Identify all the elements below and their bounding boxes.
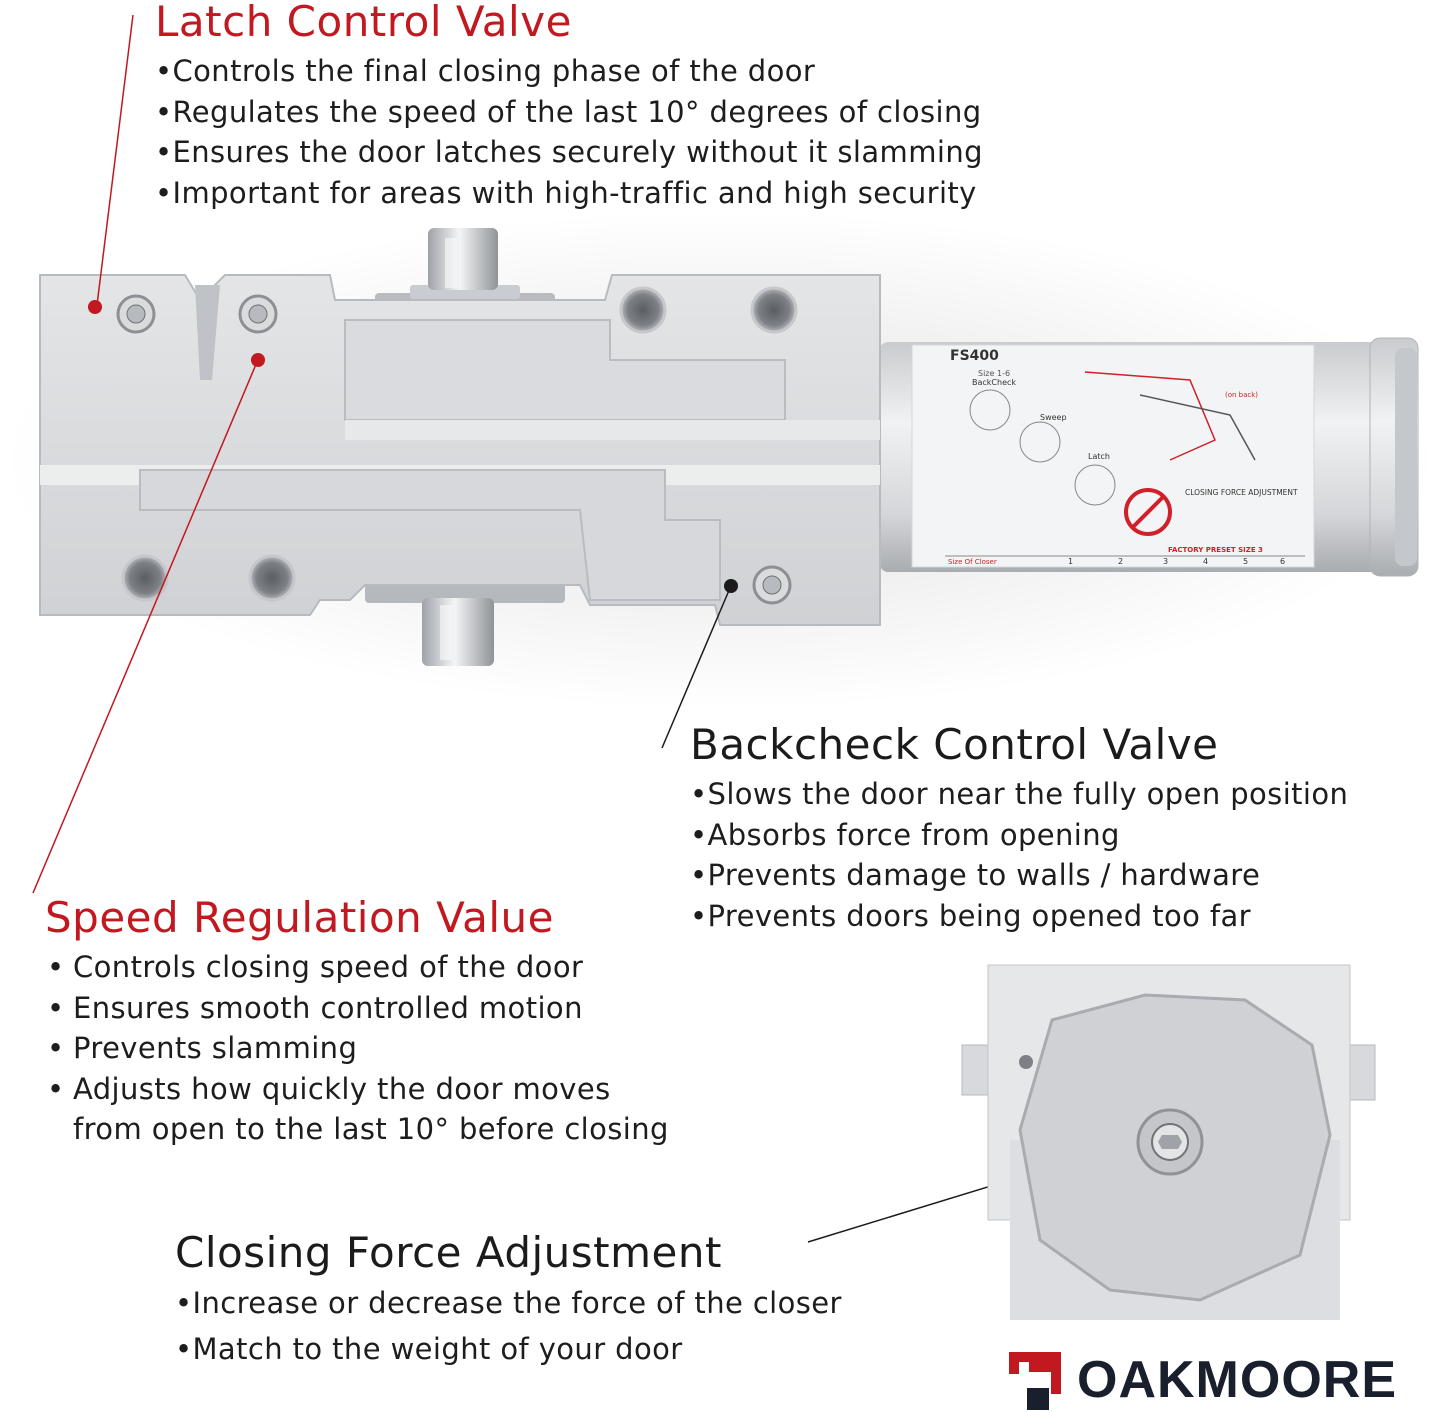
- closing-section: Closing Force Adjustment Increase or dec…: [175, 1228, 842, 1372]
- size-cell: 2: [1118, 557, 1123, 566]
- backcheck-bullet: Prevents damage to walls / hardware: [690, 855, 1348, 896]
- latch-bullet: Controls the final closing phase of the …: [155, 51, 983, 92]
- backcheck-callout-dot: [724, 579, 738, 593]
- size-cell: 4: [1203, 557, 1208, 566]
- latch-bullet: Regulates the speed of the last 10° degr…: [155, 92, 983, 133]
- closing-bullet: Match to the weight of your door: [175, 1326, 842, 1372]
- label-size-row: Size Of Closer: [948, 558, 997, 566]
- backcheck-callout-line: [661, 587, 731, 749]
- latch-title: Latch Control Valve: [155, 0, 572, 46]
- latch-bullet-list: Controls the final closing phase of the …: [155, 51, 983, 213]
- backcheck-bullet: Prevents doors being opened too far: [690, 896, 1348, 937]
- size-cell: 3: [1163, 557, 1168, 566]
- speed-bullet: Ensures smooth controlled motion: [45, 988, 669, 1029]
- label-size: Size 1-6: [978, 369, 1010, 378]
- latch-valve-screw: [116, 294, 156, 334]
- mounting-holes: [121, 286, 798, 602]
- speed-bullet: Controls closing speed of the door: [45, 947, 669, 988]
- latch-bullet: Ensures the door latches securely withou…: [155, 132, 983, 173]
- closer-body: [39, 274, 881, 626]
- latch-callout-line: [96, 14, 134, 306]
- label-latch: Latch: [1088, 452, 1110, 461]
- closing-bullet-list: Increase or decrease the force of the cl…: [175, 1280, 842, 1372]
- cylinder-label: FS400 Size 1-6 BackCheck Sweep Latch (on…: [911, 344, 1315, 568]
- bottom-spindle: [365, 583, 565, 666]
- speed-bullet-list: Controls closing speed of the door Ensur…: [45, 947, 669, 1150]
- speed-bullet: Adjusts how quickly the door moves: [45, 1069, 669, 1110]
- closing-bullet: Increase or decrease the force of the cl…: [175, 1280, 842, 1326]
- brand-name: OAKMOORE: [1077, 1351, 1397, 1409]
- latch-callout-dot: [88, 300, 102, 314]
- backcheck-bullet-list: Slows the door near the fully open posit…: [690, 774, 1348, 936]
- speed-valve-screw: [238, 294, 278, 334]
- label-on-back: (on back): [1225, 391, 1258, 399]
- size-cell: 1: [1068, 557, 1073, 566]
- label-force: CLOSING FORCE ADJUSTMENT: [1185, 488, 1298, 497]
- backcheck-bullet: Slows the door near the fully open posit…: [690, 774, 1348, 815]
- label-backcheck: BackCheck: [972, 378, 1016, 387]
- brand-logo: OAKMOORE: [1005, 1348, 1397, 1412]
- speed-bullet: Prevents slamming: [45, 1028, 669, 1069]
- speed-callout-dot: [251, 353, 265, 367]
- closer-end-view: [961, 964, 1376, 1320]
- size-cell: 5: [1243, 557, 1248, 566]
- speed-callout-line: [32, 361, 258, 894]
- latch-bullet: Important for areas with high-traffic an…: [155, 173, 983, 214]
- brand-mark-icon: [1009, 1352, 1061, 1410]
- backcheck-title: Backcheck Control Valve: [690, 720, 1219, 769]
- closing-title: Closing Force Adjustment: [175, 1228, 722, 1277]
- label-preset: FACTORY PRESET SIZE 3: [1168, 546, 1263, 554]
- backcheck-valve-screw: [752, 565, 792, 605]
- label-sweep: Sweep: [1040, 413, 1067, 422]
- backcheck-section: Backcheck Control Valve Slows the door n…: [690, 720, 1348, 936]
- speed-bullet-continuation: from open to the last 10° before closing: [73, 1112, 669, 1147]
- size-cell: 6: [1280, 557, 1285, 566]
- speed-section: Speed Regulation Value Controls closing …: [45, 893, 669, 1150]
- backcheck-bullet: Absorbs force from opening: [690, 815, 1348, 856]
- speed-title: Speed Regulation Value: [45, 893, 554, 942]
- latch-section: Latch Control Valve Controls the final c…: [155, 0, 983, 213]
- label-model: FS400: [950, 348, 999, 364]
